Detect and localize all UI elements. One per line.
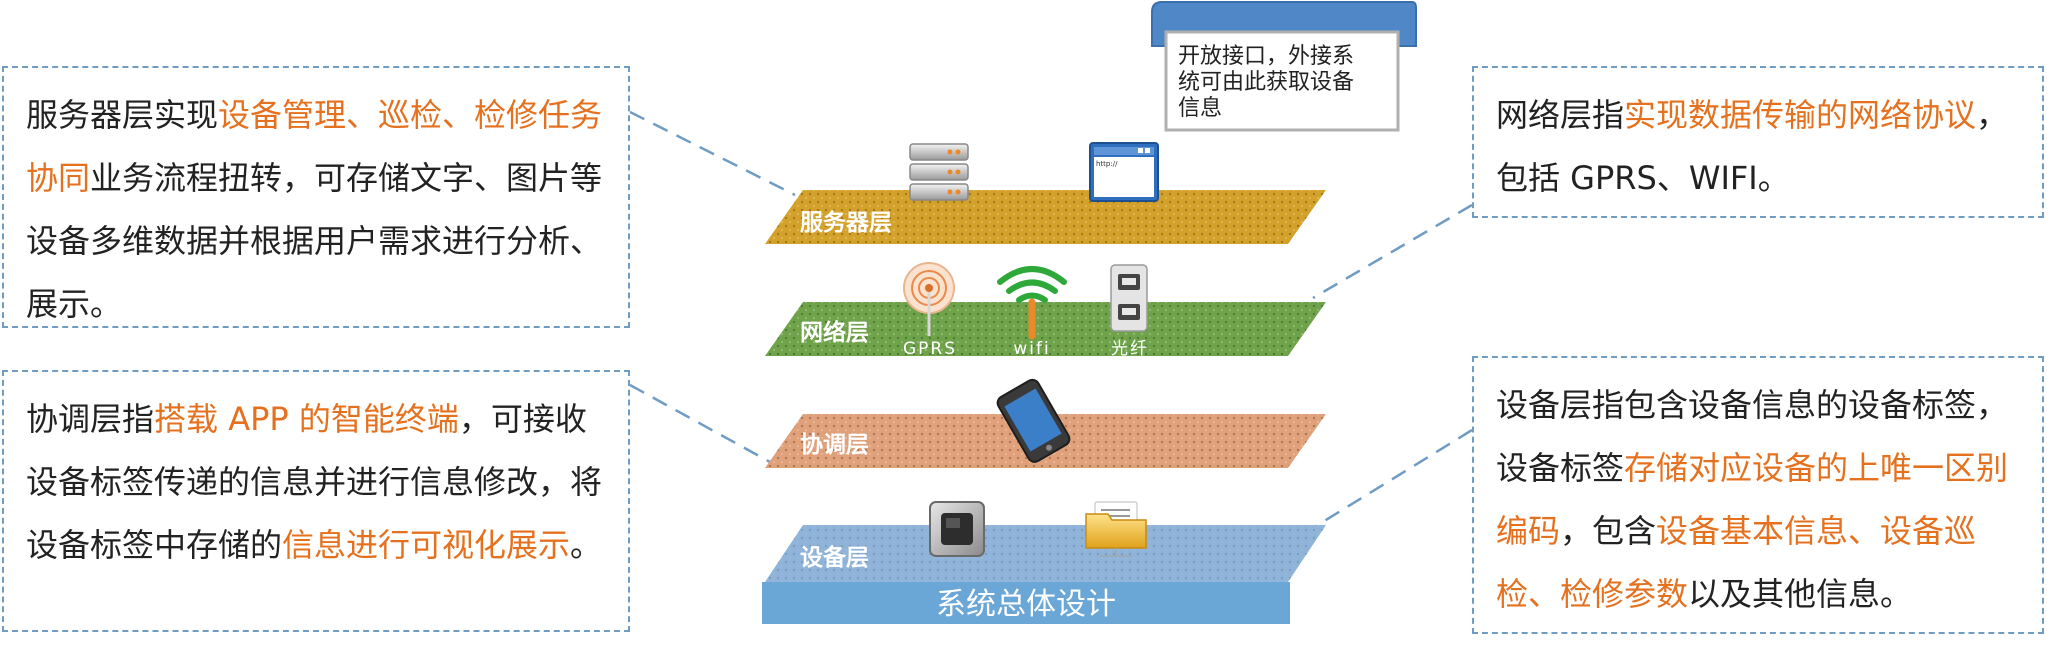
browser-url-text: http:// [1096, 160, 1118, 168]
gprs-label: GPRS [903, 339, 957, 359]
device-desc-text-3: 以及其他信息。 [1688, 575, 1913, 613]
coord-desc-text-2: ，可接收设备标签传递的信息并进行信息修改，将设备标签中存储的 [26, 400, 603, 564]
coordination-layer-label: 协调层 [800, 432, 869, 458]
wifi-icon: wifi [997, 266, 1067, 359]
gprs-antenna-icon: GPRS [903, 262, 957, 359]
smartphone-icon [996, 378, 1071, 463]
network-layer: 网络层 [765, 302, 1326, 356]
fiber-ports-icon: 光纤 [1110, 264, 1149, 359]
network-desc-text-2: ，包括 GPRS、WIFI。 [1496, 96, 2009, 197]
connector-coordination [629, 383, 771, 464]
coord-desc-highlight-2: 信息进行可视化展示 [282, 526, 571, 564]
server-desc-text-1: 服务器层实现 [26, 96, 219, 134]
device-desc-text-2: ，包含 [1560, 512, 1657, 550]
network-layer-description: 网络层指实现数据传输的网络协议，包括 GPRS、WIFI。 [1472, 66, 2044, 218]
device-desc-highlight-1: 存储对应设备的上唯一区别编码 [1496, 449, 2009, 550]
connector-network [1312, 203, 1473, 300]
server-layer-label: 服务器层 [800, 210, 892, 236]
device-layer-description: 设备层指包含设备信息的设备标签，设备标签存储对应设备的上唯一区别编码，包含设备基… [1472, 356, 2044, 634]
wifi-label: wifi [1013, 339, 1050, 359]
server-desc-highlight-1: 设备管理、巡检、检修任务协同 [26, 96, 603, 197]
device-desc-highlight-2: 设备基本信息、设备巡检、检修参数 [1496, 512, 1977, 613]
server-layer: 服务器层 [765, 190, 1326, 244]
connector-device [1312, 428, 1473, 530]
callout-line-2: 统可由此获取设备 [1178, 70, 1354, 95]
connector-lines [629, 110, 1473, 530]
device-layer-label: 设备层 [800, 544, 869, 571]
network-layer-label: 网络层 [800, 319, 869, 346]
device-layer: 系统总体设计 设备层 [762, 525, 1326, 624]
connector-server [629, 110, 796, 197]
coordination-layer-description: 协调层指搭载 APP 的智能终端，可接收设备标签传递的信息并进行信息修改，将设备… [2, 370, 630, 632]
callout-line-1: 开放接口，外接系 [1178, 44, 1354, 69]
base-bar [762, 582, 1290, 624]
network-desc-highlight-1: 实现数据传输的网络协议 [1624, 96, 1977, 134]
device-desc-text-1: 设备层指包含设备信息的设备标签，设备标签 [1496, 386, 2009, 487]
open-interface-callout: 开放接口，外接系 统可由此获取设备 信息 [1151, 0, 1417, 132]
coord-desc-highlight-1: 搭载 APP 的智能终端 [154, 400, 459, 438]
network-desc-text-1: 网络层指 [1496, 96, 1625, 134]
coord-desc-text-1: 协调层指 [26, 400, 155, 438]
server-layer-description: 服务器层实现设备管理、巡检、检修任务协同业务流程扭转，可存储文字、图片等设备多维… [2, 66, 630, 328]
browser-window-icon: http:// [1089, 142, 1159, 202]
server-desc-text-2: 业务流程扭转，可存储文字、图片等设备多维数据并根据用户需求进行分析、展示。 [26, 159, 603, 323]
fiber-label: 光纤 [1111, 339, 1149, 359]
server-rack-icon [909, 143, 969, 201]
base-label: 系统总体设计 [936, 587, 1116, 622]
device-chip-icon [929, 501, 985, 557]
coord-desc-text-3: 。 [570, 526, 603, 564]
document-folder-icon [1085, 501, 1147, 557]
callout-line-3: 信息 [1178, 96, 1222, 121]
